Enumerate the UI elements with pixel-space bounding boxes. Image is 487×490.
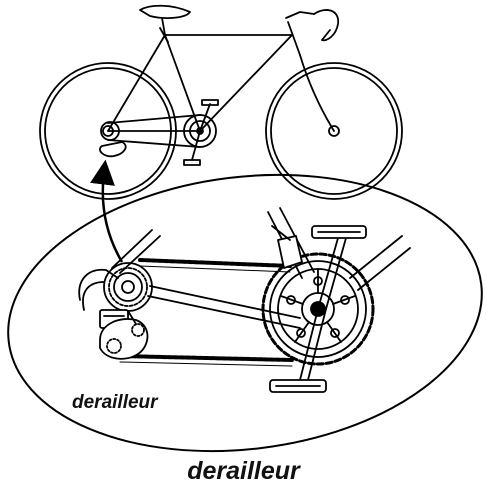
callout-label: derailleur bbox=[72, 392, 158, 413]
pedal-icon bbox=[269, 225, 367, 393]
chain-icon bbox=[118, 258, 294, 367]
chainring-icon bbox=[261, 225, 375, 366]
caption: derailleur bbox=[187, 457, 300, 485]
callout-arrow bbox=[90, 159, 124, 263]
bicycle-icon bbox=[39, 4, 403, 200]
derailleur-icon bbox=[78, 262, 153, 360]
callout-ellipse bbox=[7, 173, 483, 453]
